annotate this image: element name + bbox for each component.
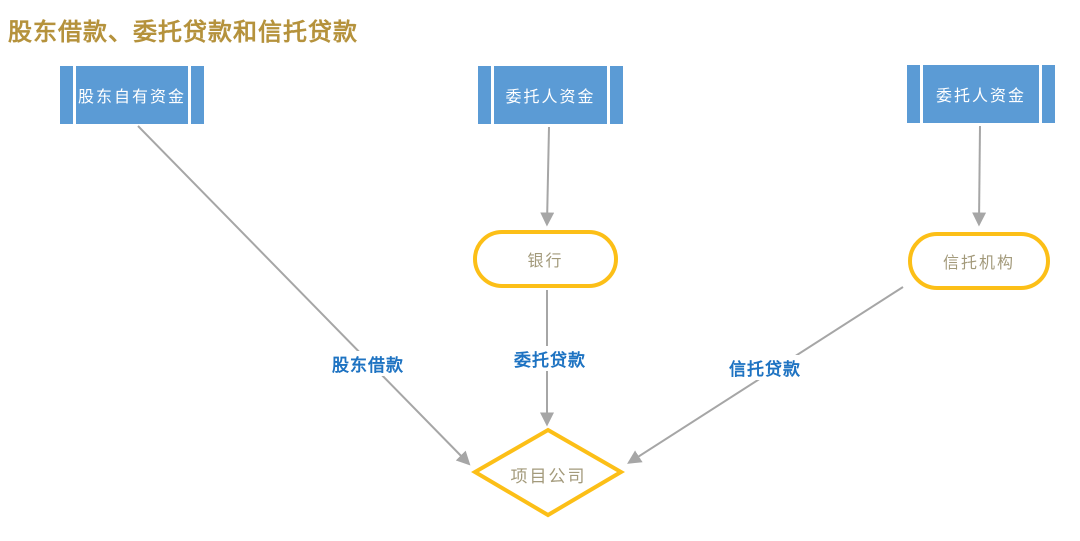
node-principal-funds-center: 委托人资金 [478,66,623,124]
connector-right-feed [972,125,987,227]
edge-label-trust-loan: 信托贷款 [725,355,805,380]
node-shareholder-own-funds-label: 股东自有资金 [77,89,186,106]
edge-label-entrusted-loan: 委托贷款 [510,346,590,371]
node-principal-funds-right: 委托人资金 [907,65,1055,123]
connector-center-feed [540,126,555,227]
node-bank-label: 银行 [527,253,564,270]
edge-label-shareholder-loan: 股东借款 [328,351,408,376]
node-bank: 银行 [473,230,618,288]
project-company-diamond-shape [471,427,625,518]
connector-shareholder-loan [137,125,471,466]
diagram-title: 股东借款、委托贷款和信托贷款 [8,19,358,46]
node-trust-institution: 信托机构 [908,232,1050,290]
node-shareholder-own-funds: 股东自有资金 [60,66,204,124]
node-project-company-label: 项目公司 [510,467,587,486]
node-principal-funds-right-label: 委托人资金 [935,88,1026,105]
node-principal-funds-center-label: 委托人资金 [505,89,596,106]
node-trust-institution-label: 信托机构 [942,255,1015,272]
